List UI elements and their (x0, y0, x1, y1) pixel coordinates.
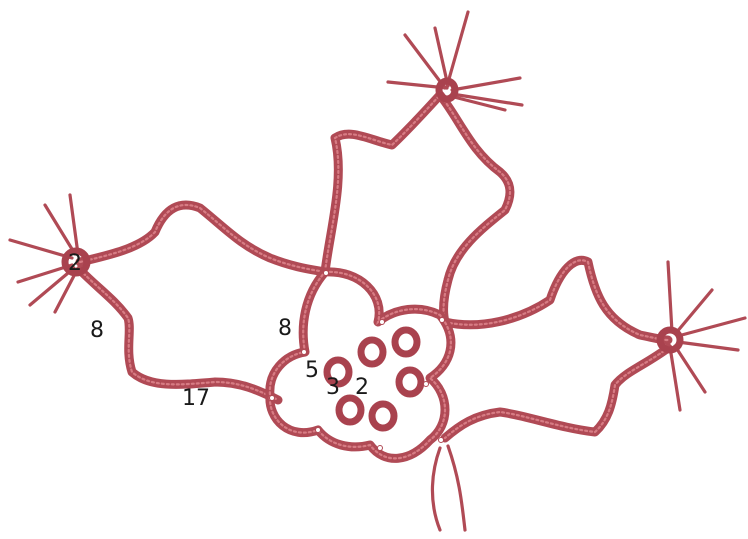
center-count-2-label: 2 (355, 377, 369, 399)
left-leaf-side-count-label: 8 (90, 320, 104, 342)
left-ring-count-label: 2 (68, 253, 82, 275)
right-leaf (445, 260, 668, 438)
upper-leaf (325, 95, 510, 322)
left-leaf (80, 205, 325, 400)
tail-threads (432, 446, 465, 530)
right-ring-spray (660, 262, 745, 410)
bottom-leaf-count-label: 17 (182, 388, 210, 410)
inner-leaf-count-label: 8 (278, 318, 292, 340)
upper-ring-spray (388, 12, 522, 110)
center-count-5-label: 5 (305, 360, 319, 382)
center-flower (270, 271, 451, 459)
center-count-3-label: 3 (326, 377, 340, 399)
